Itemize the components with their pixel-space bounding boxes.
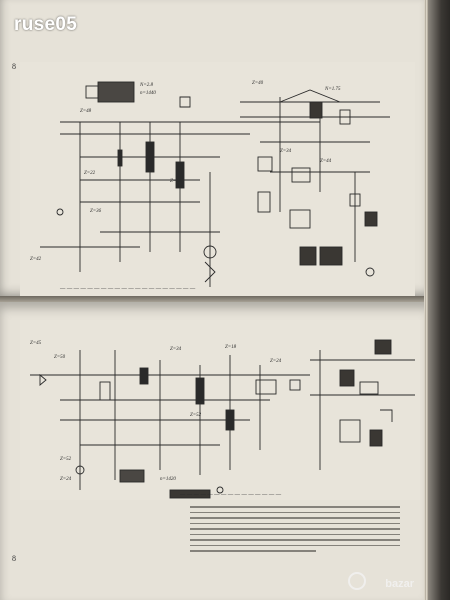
svg-text:Z=45: Z=45 [30, 341, 42, 346]
svg-text:Z=24: Z=24 [270, 359, 282, 364]
top-page: 8 [0, 0, 430, 300]
svg-text:Z=22: Z=22 [84, 171, 96, 176]
seller-watermark: ruse05 [14, 14, 78, 35]
svg-text:Z=44: Z=44 [320, 159, 332, 164]
svg-text:Z=18: Z=18 [225, 345, 237, 350]
svg-text:Z=52: Z=52 [190, 413, 202, 418]
marketplace-logo-icon [348, 572, 366, 590]
svg-text:Z=18: Z=18 [170, 179, 182, 184]
svg-text:Z=34: Z=34 [170, 347, 182, 352]
kinematic-diagram-bottom: Z=45 Z=50 Z=34 Z=18 Z=52 Z=24 Z=52 Z=24 … [20, 320, 420, 500]
figure-caption-top: — — — — — — — — — — — — — — — — — — — — [60, 286, 196, 292]
bottom-page: Z=45 Z=50 Z=34 Z=18 Z=52 Z=24 Z=52 Z=24 … [0, 302, 430, 600]
svg-text:Z=48: Z=48 [80, 109, 92, 114]
svg-text:N=2.8: N=2.8 [139, 83, 153, 88]
svg-text:Z=50: Z=50 [54, 355, 66, 360]
svg-text:N=1.75: N=1.75 [324, 87, 341, 92]
figure-caption-bottom: — — — — — — — — — — — — — — — [180, 492, 282, 498]
body-text-block [190, 506, 400, 556]
svg-text:Z=40: Z=40 [252, 81, 264, 86]
svg-text:Z=42: Z=42 [30, 257, 42, 262]
svg-text:Z=34: Z=34 [280, 149, 292, 154]
marketplace-stamp: bazar [385, 578, 414, 590]
svg-text:Z=36: Z=36 [90, 209, 102, 214]
book-spine [428, 0, 450, 600]
svg-text:Z=52: Z=52 [60, 457, 72, 462]
page-number-top: 8 [12, 62, 16, 71]
page-number-bottom: 8 [12, 554, 16, 563]
kinematic-diagram-top: N=2.8 n=1440 N=1.75 Z=40 Z=48 Z=22 Z=36 … [20, 62, 415, 300]
svg-text:n=1440: n=1440 [140, 91, 156, 96]
svg-text:Z=24: Z=24 [60, 477, 72, 482]
svg-text:n=1420: n=1420 [160, 477, 176, 482]
page-fold [0, 296, 430, 304]
